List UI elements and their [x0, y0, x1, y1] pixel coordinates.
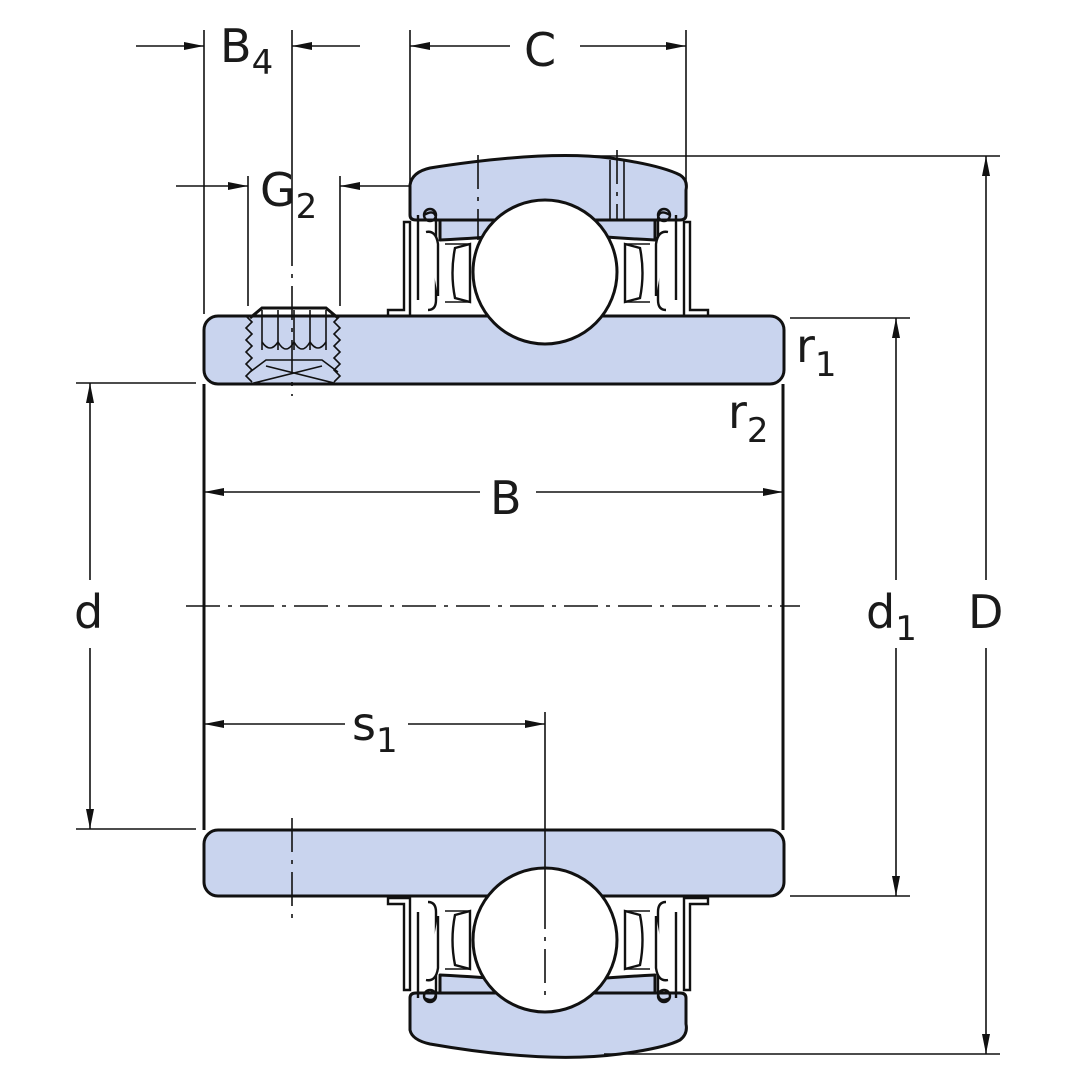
label-C: C — [524, 23, 556, 77]
label-D: D — [968, 585, 1003, 639]
label-r1: r1 — [796, 319, 837, 385]
label-G2: G2 — [260, 163, 317, 227]
seal-top-left — [386, 207, 440, 318]
inner-ring-bottom — [202, 828, 786, 898]
label-d1: d1 — [866, 585, 917, 649]
cage-top — [445, 242, 650, 304]
label-s1: s1 — [352, 697, 398, 761]
label-B4: B4 — [220, 19, 273, 83]
cage-bottom — [445, 909, 650, 971]
dimension-lines — [86, 42, 990, 1054]
seal-top-right — [654, 207, 710, 318]
ball-top — [471, 198, 619, 346]
label-r2: r2 — [728, 385, 769, 451]
outer-ring-bottom — [408, 991, 688, 1059]
seal-bottom-right — [654, 896, 710, 1004]
label-B: B — [490, 471, 522, 525]
grub-screw — [244, 232, 342, 396]
extension-lines — [76, 30, 1000, 1055]
seal-bottom-left — [386, 896, 440, 1004]
label-d: d — [74, 585, 103, 639]
